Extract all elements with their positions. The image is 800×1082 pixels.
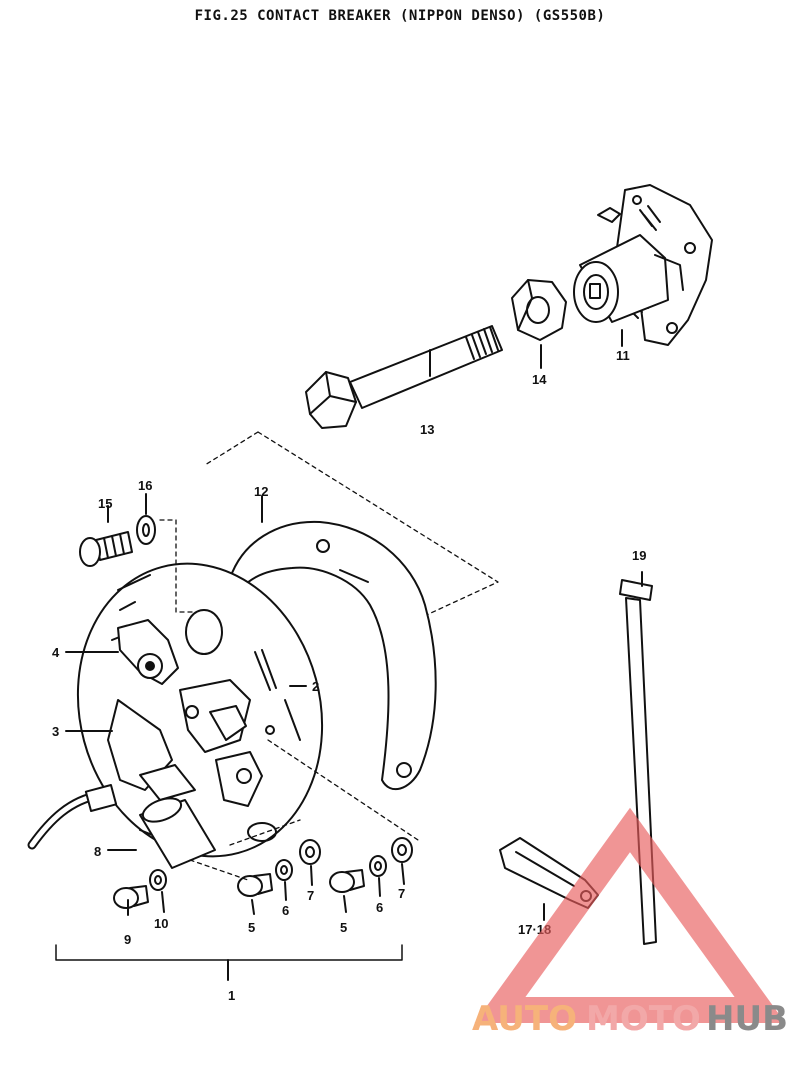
screw-5a <box>237 873 273 897</box>
watermark-hub: HUB <box>706 999 788 1039</box>
label-part-2: 2 <box>312 679 319 694</box>
breaker-cover <box>227 520 437 791</box>
washer-7b <box>391 837 413 863</box>
label-part-10: 10 <box>154 916 168 931</box>
label-part-6a: 6 <box>282 903 289 918</box>
watermark-moto: MOTO <box>586 999 701 1039</box>
label-part-16: 16 <box>138 478 152 493</box>
bolt <box>305 325 503 429</box>
label-part-4: 4 <box>52 645 60 660</box>
contact-points-set <box>107 619 263 807</box>
watermark-logo: AUTO MOTO HUB <box>472 807 788 1039</box>
label-part-15: 15 <box>98 496 112 511</box>
strap-19 <box>619 579 657 945</box>
watermark-auto: AUTO <box>472 999 577 1039</box>
advancer-assembly <box>573 184 713 346</box>
label-part-19: 19 <box>632 548 646 563</box>
label-part-13: 13 <box>420 422 434 437</box>
washer-16 <box>136 515 156 545</box>
screw-5b <box>329 869 365 893</box>
label-part-7a: 7 <box>307 888 314 903</box>
washer-10 <box>149 869 167 891</box>
label-part-12: 12 <box>254 484 268 499</box>
label-part-6b: 6 <box>376 900 383 915</box>
screw-15 <box>79 531 133 567</box>
label-part-14: 14 <box>532 372 547 387</box>
label-part-7b: 7 <box>398 886 405 901</box>
label-part-11: 11 <box>616 348 630 363</box>
label-part-3: 3 <box>52 724 59 739</box>
label-part-9: 9 <box>124 932 131 947</box>
washer-6b <box>369 855 387 877</box>
screw-9 <box>113 885 149 909</box>
washer-6a <box>275 859 293 881</box>
label-part-1: 1 <box>228 988 235 1003</box>
figure-title: FIG.25 CONTACT BREAKER (NIPPON DENSO) (G… <box>194 8 606 24</box>
label-part-5a: 5 <box>248 920 255 935</box>
washer-7a <box>299 839 321 865</box>
condenser <box>27 764 216 869</box>
label-part-5b: 5 <box>340 920 347 935</box>
label-part-8: 8 <box>94 844 101 859</box>
nut <box>511 279 567 341</box>
